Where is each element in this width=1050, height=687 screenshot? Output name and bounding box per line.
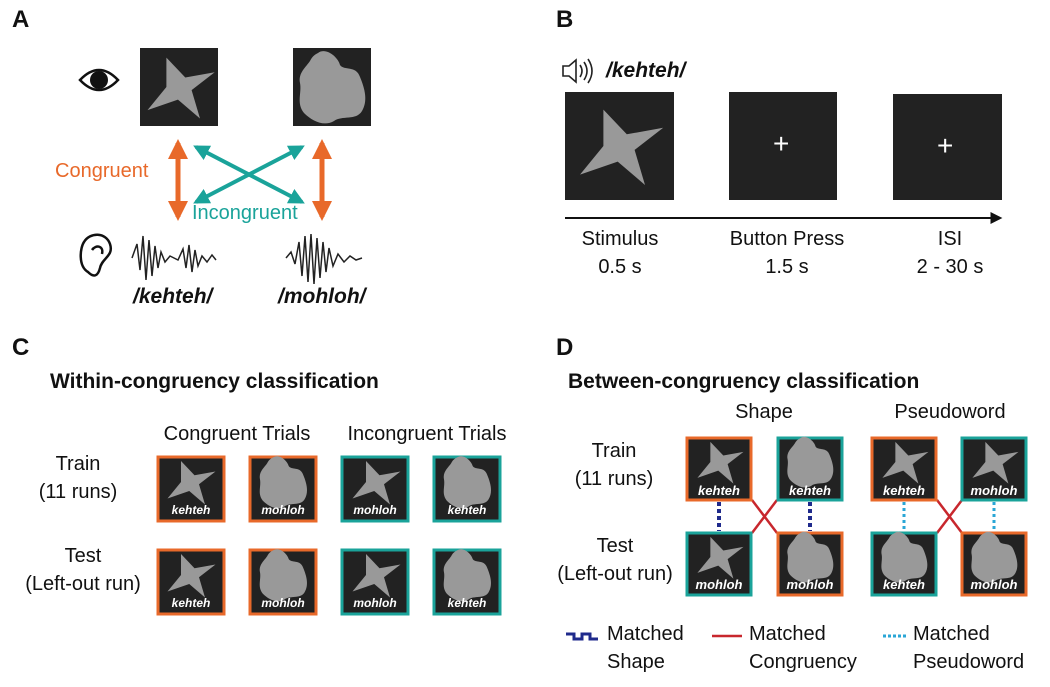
panel-d-tiles — [685, 436, 1028, 597]
d-pseudo-train-2-label: mohloh — [971, 483, 1018, 498]
c-test-tile-2-label: mohloh — [261, 596, 304, 610]
d-pseudo-test-2-label: mohloh — [971, 577, 1018, 592]
stage-isi-name: ISI — [937, 228, 963, 250]
col-pseudoword: Pseudoword — [894, 401, 1006, 423]
incongruent-arrow-2 — [193, 145, 305, 204]
stage-isi-duration: 2 - 30 s — [916, 256, 984, 278]
pseudoword-kehteh: /kehteh/ — [133, 285, 213, 308]
legend-symbols — [566, 632, 908, 641]
stimulus-screen — [565, 92, 674, 200]
c-row-train-sub: (11 runs) — [38, 481, 118, 503]
d-pseudo-test-1-label: kehteh — [883, 577, 925, 592]
isi-screen — [893, 94, 1002, 200]
legend-pseudoword-line2: Pseudoword — [913, 651, 1025, 673]
col-incongruent-trials: Incongruent Trials — [347, 423, 507, 445]
c-test-tile-4-label: kehteh — [448, 596, 487, 610]
speaker-icon — [562, 58, 593, 84]
button-press-screen — [729, 92, 837, 200]
visual-stimulus-blob — [293, 48, 371, 126]
panel-c-title: Within-congruency classification — [50, 370, 379, 393]
waveform-kehteh — [131, 235, 217, 281]
ear-icon — [79, 233, 113, 277]
stage-stimulus-duration: 0.5 s — [598, 256, 642, 278]
d-pseudo-train-1-label: kehteh — [883, 483, 925, 498]
eye-icon — [78, 68, 120, 92]
fixation-cross-2: + — [937, 130, 954, 161]
legend-pseudoword-line1: Matched — [913, 623, 990, 645]
c-test-tile-1-label: kehteh — [172, 596, 211, 610]
c-train-tile-1-label: kehteh — [172, 503, 211, 517]
d-row-test: Test — [596, 535, 634, 557]
c-row-test: Test — [64, 545, 102, 567]
c-test-tile-3-label: mohloh — [353, 596, 396, 610]
panel-label-d: D — [556, 334, 574, 361]
c-row-test-sub: (Left-out run) — [25, 573, 141, 595]
pseudoword-mohloh: /mohloh/ — [278, 285, 366, 308]
panel-label-b: B — [556, 6, 574, 33]
d-shape-train-2-label: kehteh — [789, 483, 831, 498]
col-congruent-trials: Congruent Trials — [163, 423, 311, 445]
legend-congruency-line1: Matched — [749, 623, 826, 645]
c-train-tile-2-label: mohloh — [261, 503, 304, 517]
d-shape-test-1-label: mohloh — [696, 577, 743, 592]
panel-label-c: C — [12, 334, 30, 361]
legend-shape-line2: Shape — [607, 651, 665, 673]
panel-d-connectors — [717, 499, 996, 534]
visual-stimulus-star — [140, 48, 218, 126]
d-row-train: Train — [591, 440, 637, 462]
legend-shape-line1: Matched — [607, 623, 684, 645]
legend-congruency-line2: Congruency — [749, 651, 857, 673]
col-shape: Shape — [735, 401, 793, 423]
d-shape-test-2-label: mohloh — [787, 577, 834, 592]
d-shape-train-1-label: kehteh — [698, 483, 740, 498]
panel-label-a: A — [12, 6, 30, 33]
incongruent-label: Incongruent — [192, 202, 298, 224]
panel-c-tiles — [156, 455, 502, 616]
d-row-test-sub: (Left-out run) — [557, 563, 673, 585]
d-row-train-sub: (11 runs) — [574, 468, 654, 490]
stage-stimulus-name: Stimulus — [581, 228, 659, 250]
panel-d-title: Between-congruency classification — [568, 370, 920, 393]
congruent-label: Congruent — [55, 160, 149, 182]
stage-button-duration: 1.5 s — [765, 256, 809, 278]
stage-button-name: Button Press — [729, 228, 845, 250]
c-train-tile-4-label: kehteh — [448, 503, 487, 517]
waveform-mohloh — [285, 233, 363, 285]
fixation-cross-1: + — [773, 128, 790, 159]
audio-pseudoword: /kehteh/ — [606, 59, 686, 82]
c-train-tile-3-label: mohloh — [353, 503, 396, 517]
c-row-train: Train — [55, 453, 101, 475]
